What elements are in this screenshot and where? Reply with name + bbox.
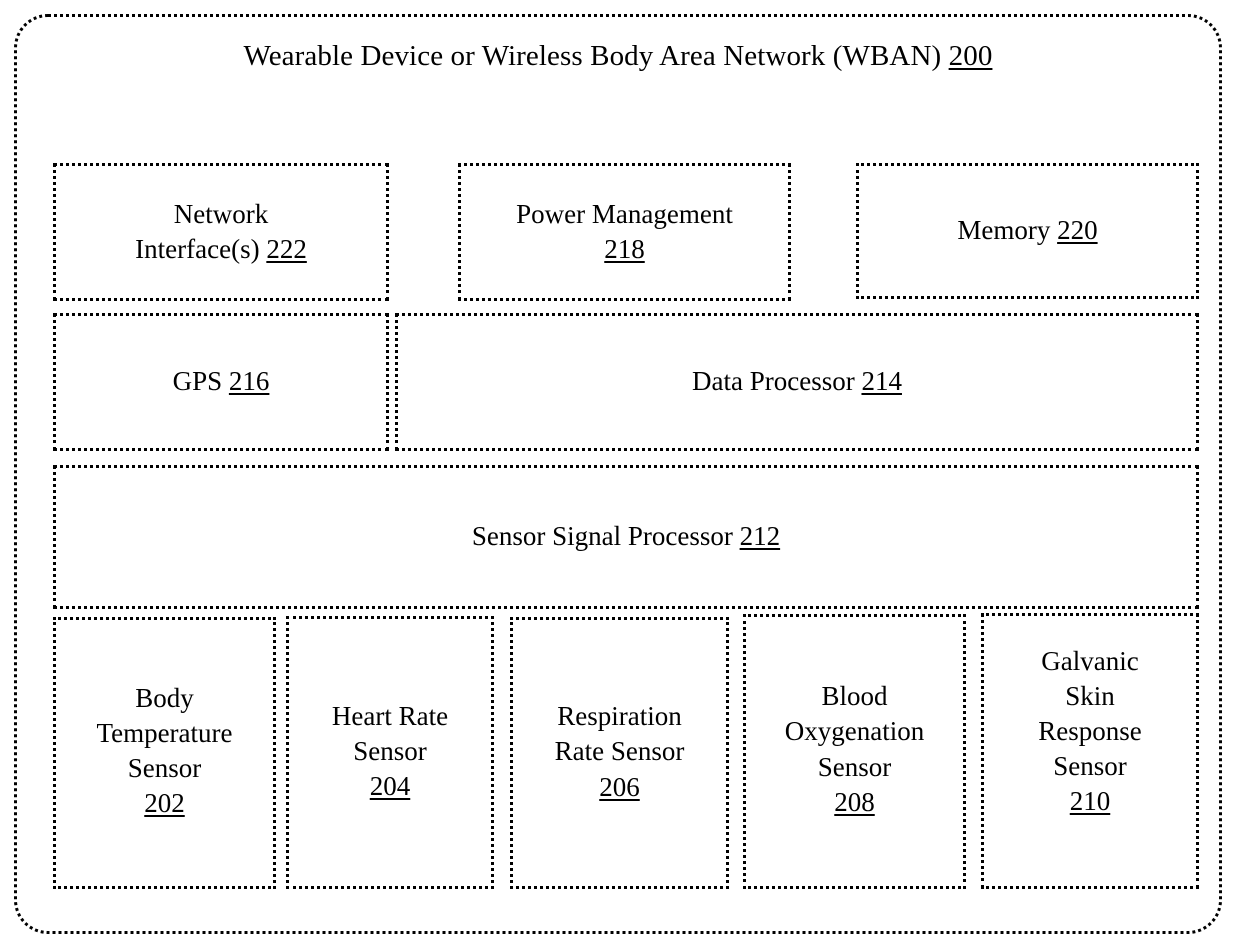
block-galvanic-skin-response-sensor: Galvanic Skin Response Sensor 210 <box>981 613 1199 889</box>
block-heart-rate-sensor: Heart Rate Sensor 204 <box>286 616 494 889</box>
block-sensor-signal-processor: Sensor Signal Processor 212 <box>53 465 1199 609</box>
block-gps-label: GPS 216 <box>64 364 378 399</box>
block-body-temperature-sensor: Body Temperature Sensor 202 <box>53 617 276 889</box>
block-memory-label: Memory 220 <box>867 213 1188 248</box>
block-respiration-rate-sensor-ref: 206 <box>599 771 640 802</box>
block-blood-oxygenation-sensor-line-3: Sensor <box>817 751 892 782</box>
block-network-interfaces: Network Interface(s) 222 <box>53 163 389 301</box>
block-galvanic-skin-response-sensor-label: Galvanic Skin Response Sensor 210 <box>992 644 1188 819</box>
block-network-interfaces-label: Network Interface(s) 222 <box>64 197 378 267</box>
block-memory-line-1: Memory 220 <box>867 213 1188 248</box>
block-power-management: Power Management 218 <box>458 163 791 301</box>
block-blood-oxygenation-sensor-label: Blood Oxygenation Sensor 208 <box>754 679 955 819</box>
block-respiration-rate-sensor-label: Respiration Rate Sensor 206 <box>521 699 718 804</box>
block-sensor-signal-processor-ref: 212 <box>739 521 781 552</box>
block-memory: Memory 220 <box>856 163 1199 299</box>
block-body-temperature-sensor-line-3: Sensor <box>127 753 202 783</box>
block-heart-rate-sensor-line-1: Heart Rate <box>331 700 449 731</box>
block-data-processor-line-1: Data Processor 214 <box>406 364 1188 399</box>
block-data-processor-ref: 214 <box>861 366 902 397</box>
block-sensor-signal-processor-line-1-text: Sensor Signal Processor <box>471 521 733 552</box>
block-sensor-signal-processor-line-1: Sensor Signal Processor 212 <box>64 519 1188 554</box>
block-memory-ref: 220 <box>1057 215 1098 246</box>
block-power-management-line-1: Power Management <box>516 198 733 229</box>
block-network-interfaces-line-2: Interface(s) 222 <box>64 232 378 267</box>
block-gps-ref: 216 <box>228 366 270 397</box>
block-body-temperature-sensor-label: Body Temperature Sensor 202 <box>64 681 265 821</box>
block-heart-rate-sensor-ref: 204 <box>369 771 411 802</box>
block-network-interfaces-line-2-text: Interface(s) <box>135 234 260 264</box>
block-body-temperature-sensor-ref: 202 <box>144 788 185 819</box>
block-blood-oxygenation-sensor: Blood Oxygenation Sensor 208 <box>743 614 966 889</box>
block-network-interfaces-line-1: Network <box>173 198 269 229</box>
block-power-management-label: Power Management 218 <box>469 197 780 267</box>
block-galvanic-skin-response-sensor-ref: 210 <box>1069 786 1111 817</box>
block-heart-rate-sensor-line-2: Sensor <box>353 735 427 766</box>
figure-title: Wearable Device or Wireless Body Area Ne… <box>17 39 1219 73</box>
block-gps-line-1: GPS 216 <box>64 364 378 399</box>
block-respiration-rate-sensor: Respiration Rate Sensor 206 <box>510 617 729 889</box>
block-galvanic-skin-response-sensor-line-4: Sensor <box>1053 751 1127 782</box>
block-body-temperature-sensor-line-1: Body <box>135 682 194 713</box>
block-blood-oxygenation-sensor-ref: 208 <box>834 786 875 817</box>
block-body-temperature-sensor-line-2: Temperature <box>96 717 233 748</box>
block-galvanic-skin-response-sensor-line-2: Skin <box>1065 681 1115 712</box>
figure-title-ref: 200 <box>948 40 993 72</box>
block-data-processor: Data Processor 214 <box>395 313 1199 451</box>
wban-outer-container: Wearable Device or Wireless Body Area Ne… <box>14 14 1222 934</box>
block-blood-oxygenation-sensor-line-1: Blood <box>821 681 888 712</box>
block-data-processor-line-1-text: Data Processor <box>692 366 855 397</box>
block-respiration-rate-sensor-line-1: Respiration <box>557 701 682 732</box>
block-heart-rate-sensor-label: Heart Rate Sensor 204 <box>297 699 483 804</box>
block-blood-oxygenation-sensor-line-2: Oxygenation <box>784 716 925 747</box>
block-memory-line-1-text: Memory <box>957 215 1051 246</box>
block-galvanic-skin-response-sensor-line-3: Response <box>1038 716 1142 747</box>
block-data-processor-label: Data Processor 214 <box>406 364 1188 399</box>
block-gps-line-1-text: GPS <box>172 366 223 397</box>
block-network-interfaces-ref: 222 <box>266 234 307 264</box>
figure-title-text: Wearable Device or Wireless Body Area Ne… <box>243 40 942 72</box>
block-sensor-signal-processor-label: Sensor Signal Processor 212 <box>64 519 1188 554</box>
block-galvanic-skin-response-sensor-line-1: Galvanic <box>1041 646 1139 676</box>
block-gps: GPS 216 <box>53 313 389 451</box>
block-power-management-ref: 218 <box>604 234 645 264</box>
block-respiration-rate-sensor-line-2: Rate Sensor <box>554 736 685 767</box>
